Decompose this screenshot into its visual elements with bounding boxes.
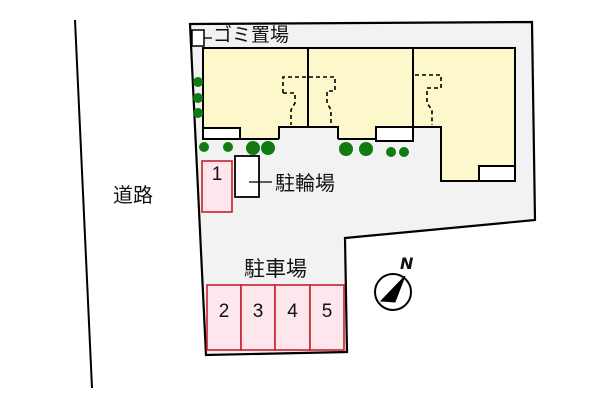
- parking-number: 2: [218, 301, 230, 322]
- entrance-unit-1: [202, 127, 241, 140]
- parking-number: 3: [252, 301, 264, 322]
- bicycle-parking-label: 駐輪場: [275, 171, 335, 195]
- parking-space-1: [201, 160, 233, 213]
- tree-icon: [193, 77, 409, 157]
- compass-north-icon: [374, 273, 412, 311]
- bicycle-parking-box: [234, 155, 260, 198]
- parking-number: 4: [287, 301, 298, 322]
- parking-number: 1: [211, 164, 223, 185]
- entrance-unit-3: [478, 165, 516, 182]
- building-unit-2: [307, 47, 414, 140]
- stairs-dashed: [282, 74, 442, 125]
- parking-spaces-2-5: [206, 284, 345, 351]
- garbage-box: [191, 29, 205, 47]
- car-parking-label: 駐車場: [244, 257, 307, 281]
- road-label: 道路: [113, 183, 153, 207]
- road-edge-line: [74, 19, 93, 389]
- garbage-label: ゴミ置場: [213, 24, 290, 46]
- building-unit-3: [412, 47, 516, 182]
- north-label: N: [400, 254, 414, 273]
- entrance-unit-2: [375, 126, 414, 142]
- parking-number: 5: [321, 301, 333, 322]
